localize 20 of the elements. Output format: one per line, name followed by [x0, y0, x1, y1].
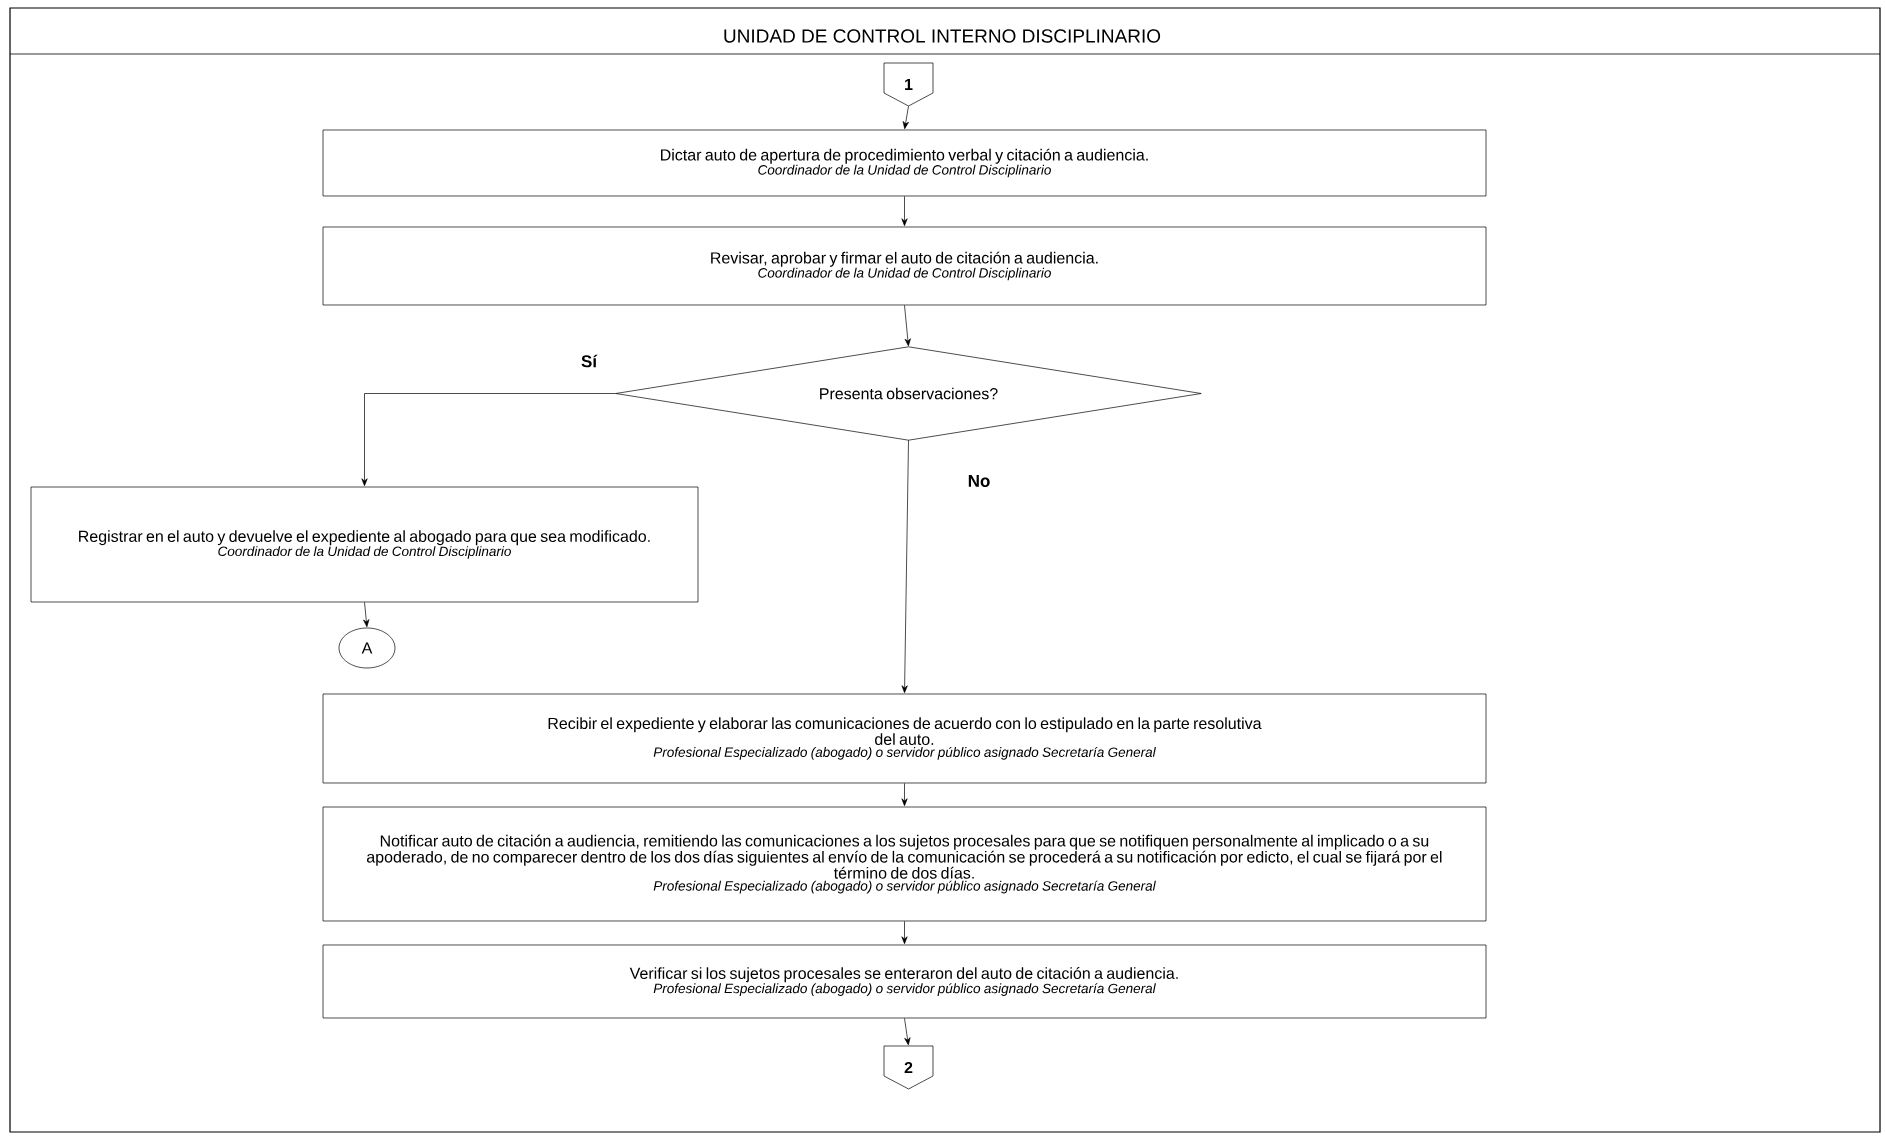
arrow — [901, 196, 908, 227]
arrow — [901, 439, 909, 694]
process-box: Registrar en el auto y devuelve el expediente al abogado para que sea modificado. Coordinador de la Unidad de Control Disciplinario — [30, 486, 699, 603]
process-box: Dictar auto de apertura de procedimiento verbal y citación a audiencia. Coordinador de la Unidad de Control Disciplinario — [322, 129, 1487, 197]
arrow — [361, 393, 617, 487]
arrow — [901, 783, 908, 807]
process-box: Verificar si los sujetos procesales se enteraron del auto de citación a audiencia. Profesional Especializado (abogado) o servidor público asignado Secretaría General — [322, 944, 1487, 1019]
off-page-connector: 1 — [883, 62, 934, 107]
process-box: Revisar, aprobar y firmar el auto de citación a audiencia. Coordinador de la Unidad de Control Disciplinario — [322, 226, 1487, 306]
arrow — [904, 305, 911, 347]
edge-label: No — [968, 475, 990, 487]
process-box: Recibir el expediente y elaborar las comunicaciones de acuerdo con lo estipulado en la parte resolutiva del auto. Profesional Especializado (abogado) o servidor público asignado Secretaría General — [322, 693, 1487, 784]
arrow — [902, 105, 909, 130]
process-box: Notificar auto de citación a audiencia, remitiendo las comunicaciones a los sujetos procesales para que se notifiquen personalmente al implicado o a su apoderado, de no comparecer dentro de los dos días siguientes al envío de la comunicación se procederá a su notificación por edicto, el cual se fijará por el término de dos días. Profesional Especializado (abogado) o servidor público asignado Secretaría General — [322, 806, 1487, 922]
edge-label: Sí — [581, 354, 598, 368]
arrow — [363, 602, 370, 628]
arrow — [904, 1018, 911, 1046]
off-page-connector: 2 — [883, 1045, 934, 1090]
arrow — [901, 921, 908, 945]
header-title: UNIDAD DE CONTROL INTERNO DISCIPLINARIO — [724, 29, 1161, 43]
